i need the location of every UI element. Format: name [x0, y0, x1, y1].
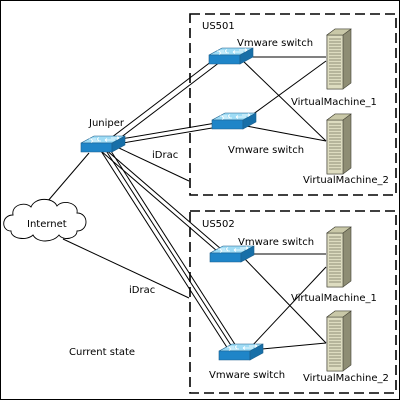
us501-vm2-label: VirtualMachine_2 [303, 175, 389, 186]
group-frame-us501 [189, 13, 397, 196]
idrac-label-us502: iDrac [129, 285, 155, 296]
us501-switch-a-label: Vmware switch [237, 38, 313, 49]
us502-vm1-server-icon [326, 226, 352, 288]
idrac-label-us501: iDrac [152, 150, 178, 161]
us501-vm1-label: VirtualMachine_1 [291, 97, 377, 108]
us501-vm1-server-icon [326, 28, 352, 90]
juniper-switch-icon [80, 135, 126, 153]
us501-switch-a-icon [208, 47, 254, 65]
us501-switch-b-label: Vmware switch [228, 145, 304, 156]
connections [40, 56, 327, 351]
juniper-label: Juniper [88, 118, 125, 129]
group-label-us501: US501 [202, 21, 235, 32]
internet-label: Internet [27, 219, 67, 230]
us502-switch-b-icon [218, 343, 264, 361]
caption-current-state: Current state [69, 347, 135, 358]
group-frame-us502 [189, 210, 397, 394]
us501-vm2-server-icon [326, 113, 352, 175]
group-label-us502: US502 [202, 219, 235, 230]
us502-vm1-label: VirtualMachine_1 [291, 293, 377, 304]
us502-switch-b-label: Vmware switch [209, 370, 285, 381]
us502-switch-a-label: Vmware switch [238, 237, 314, 248]
us502-switch-a-icon [209, 245, 255, 263]
us502-vm2-label: VirtualMachine_2 [303, 373, 389, 384]
us502-vm2-server-icon [326, 310, 352, 372]
internet-cloud-icon [3, 198, 87, 242]
